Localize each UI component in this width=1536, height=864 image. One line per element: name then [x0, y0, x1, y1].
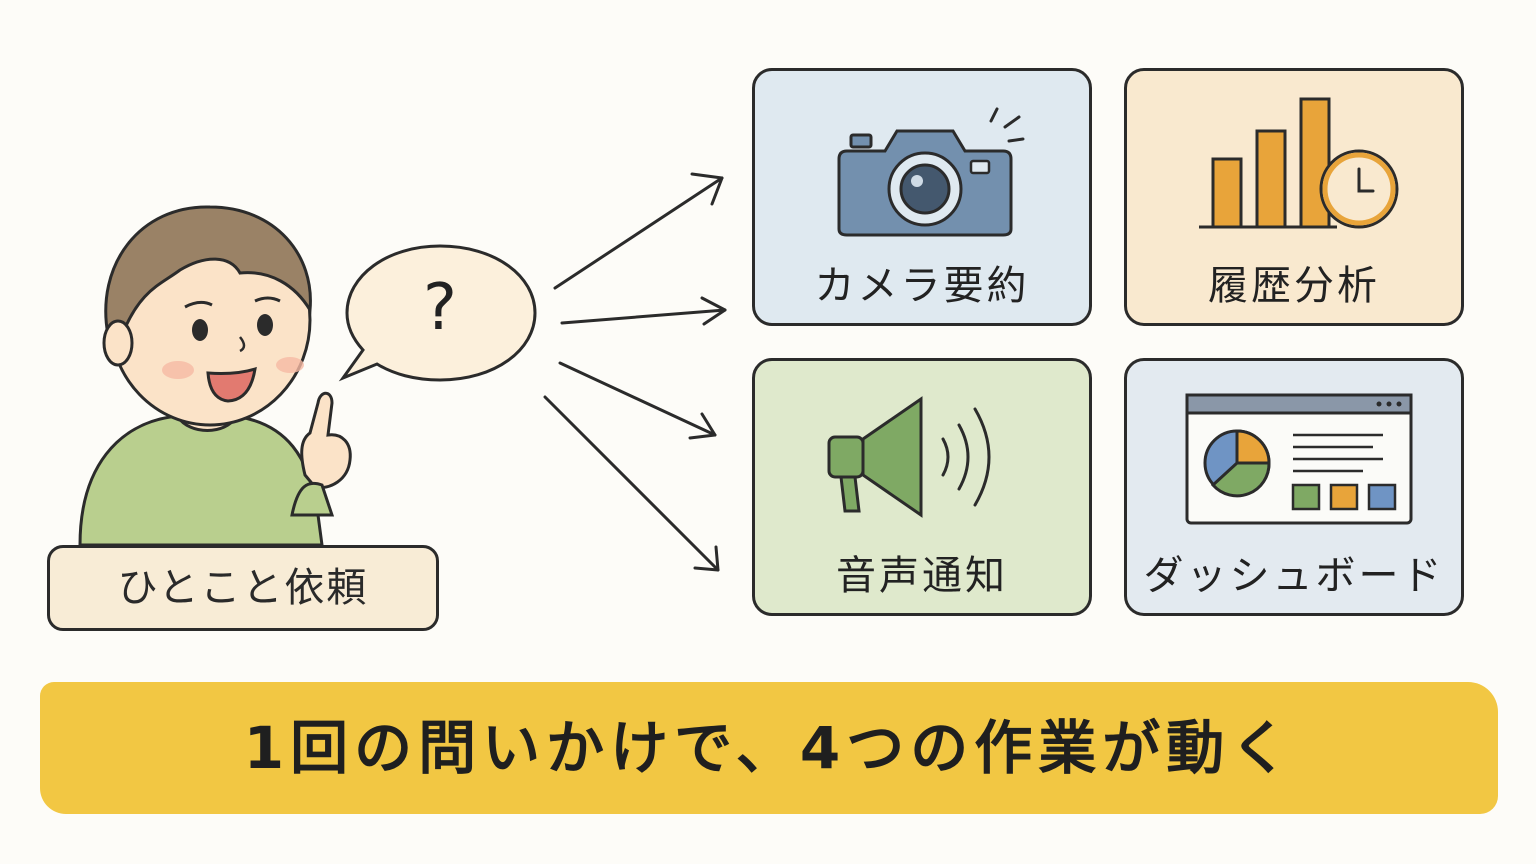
task-label-dashboard: ダッシュボード: [1143, 553, 1445, 599]
megaphone-icon: [827, 396, 991, 518]
summary-banner-text: 1回の問いかけで、4つの作業が動く: [243, 714, 1295, 782]
camera-icon: [837, 107, 1025, 237]
task-card-history-analysis: 履歴分析: [1124, 68, 1464, 326]
task-label-history-analysis: 履歴分析: [1208, 263, 1380, 309]
request-label: ひとこと依頼: [47, 545, 439, 631]
task-card-dashboard: ダッシュボード: [1124, 358, 1464, 616]
arrow-to-camera: [553, 176, 724, 290]
bar-chart-clock-icon: [1199, 97, 1399, 229]
arrow-to-voice: [558, 361, 717, 437]
arrow-to-dashboard: [543, 395, 720, 572]
dashboard-icon: [1185, 393, 1413, 525]
task-card-camera-summary: カメラ要約: [752, 68, 1092, 326]
task-label-voice-notification: 音声通知: [836, 553, 1008, 599]
task-label-camera-summary: カメラ要約: [814, 263, 1030, 309]
summary-banner: [40, 682, 1498, 814]
question-mark: ?: [423, 271, 457, 345]
speech-bubble: [338, 244, 537, 382]
task-card-voice-notification: 音声通知: [752, 358, 1092, 616]
arrows: [543, 172, 727, 572]
arrow-to-history: [560, 308, 727, 325]
person-illustration: [78, 205, 352, 547]
